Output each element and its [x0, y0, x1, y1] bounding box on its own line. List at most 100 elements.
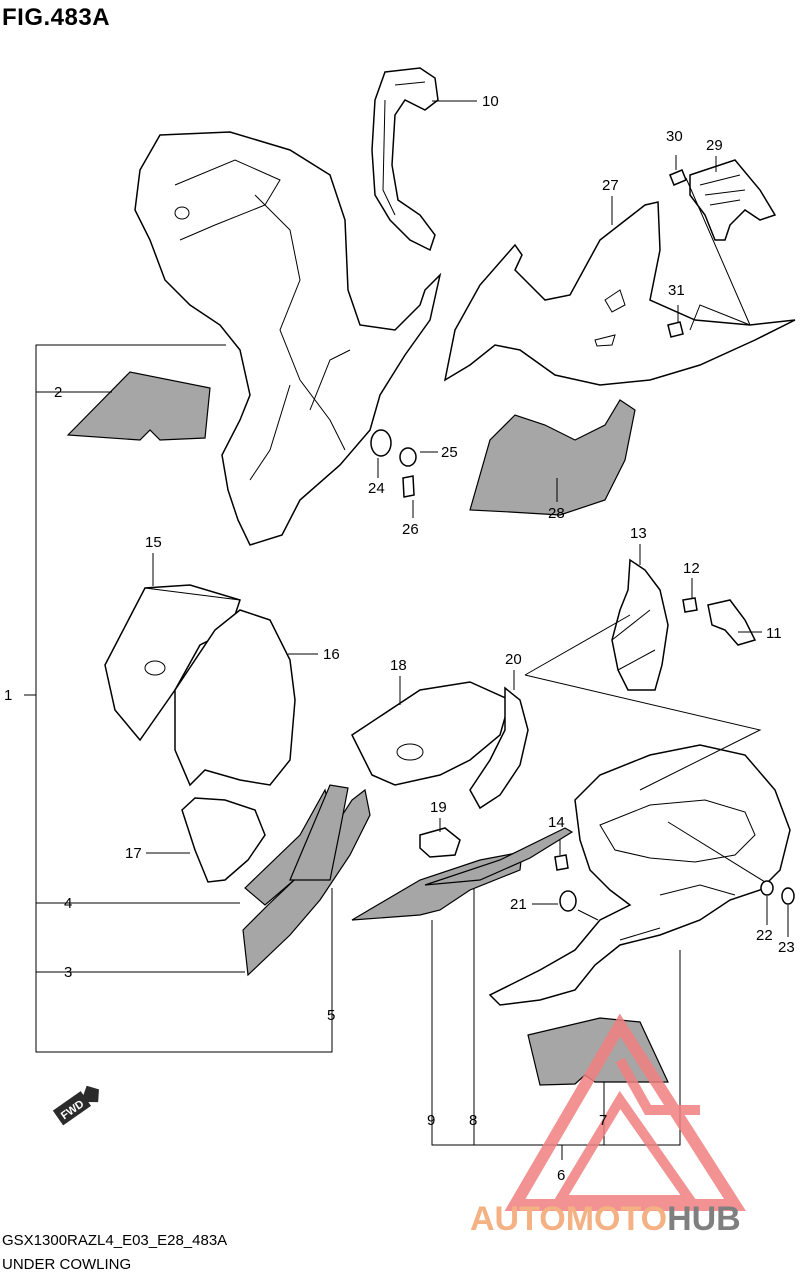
part-31-bolt — [667, 321, 684, 338]
callout-5: 5 — [327, 1007, 335, 1024]
svg-text:24: 24 — [368, 480, 385, 497]
svg-text:7: 7 — [599, 1112, 607, 1129]
callout-19: 19 — [430, 799, 447, 832]
svg-text:30: 30 — [666, 128, 683, 145]
svg-text:14: 14 — [548, 814, 565, 831]
part-28-panel — [469, 399, 636, 516]
part-18-panel — [351, 681, 511, 786]
svg-text:9: 9 — [427, 1112, 435, 1129]
svg-text:2: 2 — [54, 384, 62, 401]
svg-text:29: 29 — [706, 137, 723, 154]
callout-11: 11 — [738, 625, 782, 642]
part-10-duct — [371, 67, 439, 252]
part-27-panel — [443, 201, 796, 386]
part-13-bracket — [611, 558, 669, 691]
part-14-screw — [554, 854, 569, 871]
fwd-badge: FWD — [52, 1085, 99, 1126]
callout-12: 12 — [683, 560, 700, 598]
svg-text:17: 17 — [125, 845, 142, 862]
callout-26: 26 — [402, 521, 419, 538]
part-24-26-leads — [377, 451, 438, 518]
part-17-panel — [181, 797, 266, 883]
svg-text:21: 21 — [510, 896, 527, 913]
callout-1: 1 — [4, 687, 12, 704]
callout-10: 10 — [432, 93, 499, 110]
part-6-detail — [619, 884, 736, 941]
callout-27: 27 — [602, 177, 619, 225]
part-6-cowling — [488, 744, 791, 1006]
svg-text:13: 13 — [630, 525, 647, 542]
part-5-panel — [289, 784, 349, 881]
callout-22: 22 — [756, 927, 773, 944]
callout-4: 4 — [64, 895, 72, 912]
watermark-logo — [504, 1013, 746, 1211]
callout-28: 28 — [548, 478, 565, 522]
inner-cowling-detail — [174, 159, 351, 481]
part-12-screw — [682, 597, 698, 613]
model-code: GSX1300RAZL4_E03_E28_483A — [2, 1232, 228, 1249]
svg-text:8: 8 — [469, 1112, 477, 1129]
svg-text:15: 15 — [145, 534, 162, 551]
group-1-bracket — [24, 344, 333, 1053]
part-13-detail — [611, 609, 656, 671]
figure-caption: UNDER COWLING — [2, 1256, 132, 1273]
callout-18: 18 — [390, 657, 407, 705]
svg-text:3: 3 — [64, 964, 72, 981]
callout-6: 6 — [557, 1167, 565, 1184]
part-24-grommet — [370, 429, 392, 457]
callout-23: 23 — [778, 939, 795, 956]
part-29-detail — [699, 174, 746, 206]
part-20-trim — [469, 686, 529, 810]
svg-text:5: 5 — [327, 1007, 335, 1024]
svg-text:12: 12 — [683, 560, 700, 577]
svg-text:31: 31 — [668, 282, 685, 299]
part-19-clip — [419, 827, 461, 858]
part-30-31-leads — [675, 155, 751, 331]
part-27-tab — [604, 289, 626, 313]
part-29-bracket — [689, 159, 777, 241]
part-15-edge — [144, 587, 241, 601]
svg-text:10: 10 — [482, 93, 499, 110]
callout-14: 14 — [548, 814, 565, 831]
svg-text:16: 16 — [323, 646, 340, 663]
svg-text:1: 1 — [4, 687, 12, 704]
svg-text:20: 20 — [505, 651, 522, 668]
watermark-text: AUTOMOTOHUB — [470, 1200, 741, 1238]
part-23-bolt — [781, 887, 795, 905]
callout-24: 24 — [368, 480, 385, 497]
part-21-23-leads — [532, 830, 789, 937]
part-16-panel — [174, 609, 296, 787]
watermark-text-part2: HUB — [667, 1200, 741, 1238]
callout-7: 7 — [599, 1112, 607, 1129]
callout-16: 16 — [288, 646, 340, 663]
callout-20: 20 — [505, 651, 522, 690]
part-21-grommet — [559, 890, 577, 912]
callout-13: 13 — [630, 525, 647, 565]
callout-3: 3 — [64, 964, 72, 981]
callout-2: 2 — [54, 384, 112, 401]
inner-cowling-upper — [134, 131, 442, 546]
svg-text:26: 26 — [402, 521, 419, 538]
svg-text:27: 27 — [602, 177, 619, 194]
svg-text:11: 11 — [766, 625, 782, 642]
callout-8: 8 — [469, 1112, 477, 1129]
callout-25: 25 — [441, 444, 458, 461]
part-10-duct-detail — [382, 81, 426, 216]
callout-29: 29 — [706, 137, 723, 172]
part-25-nut — [399, 447, 417, 467]
callout-30: 30 — [666, 128, 683, 145]
part-15-hole — [144, 660, 166, 676]
watermark-text-part1: AUTOMOTO — [470, 1200, 667, 1238]
callout-9: 9 — [427, 1112, 435, 1129]
part-2-panel — [66, 371, 211, 441]
callout-17: 17 — [125, 845, 190, 862]
part-6-cutout — [599, 799, 756, 863]
figure-title: FIG.483A — [2, 4, 111, 31]
svg-text:28: 28 — [548, 505, 565, 522]
callout-21: 21 — [510, 896, 527, 913]
part-11-clip — [707, 599, 757, 646]
inner-cowling-hole — [174, 206, 190, 220]
part-8-panel — [424, 827, 574, 886]
